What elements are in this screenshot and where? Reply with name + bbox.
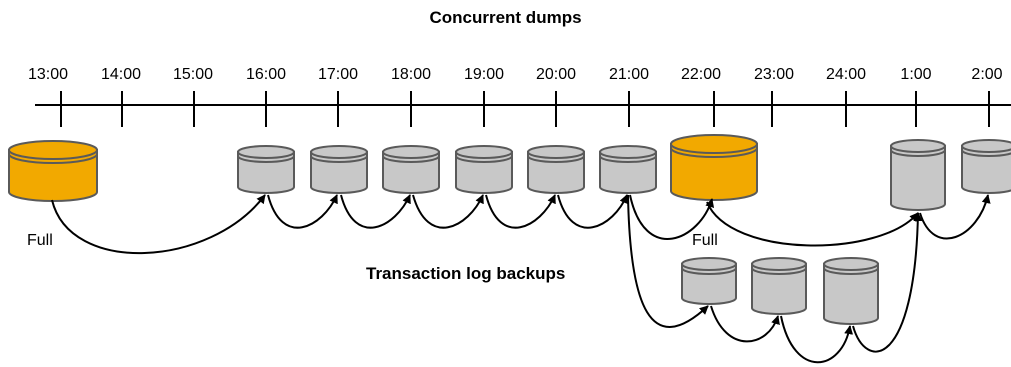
incremental-dump-cylinder (382, 145, 440, 194)
time-label: 13:00 (27, 66, 69, 83)
arrow (852, 212, 923, 353)
full-backup-label: Full (27, 232, 53, 249)
diagram-title: Concurrent dumps (429, 8, 582, 27)
time-label: 22:00 (680, 66, 722, 83)
incremental-dump-cylinder (890, 139, 946, 211)
incremental-dump-cylinder (455, 145, 513, 194)
transaction-log-backup-cylinder (751, 257, 807, 315)
arrow (51, 194, 266, 254)
arrow (412, 194, 484, 229)
transaction-log-backup-cylinder (823, 257, 879, 325)
full-backup-cylinder (670, 134, 758, 201)
arrow (267, 194, 338, 229)
time-label: 21:00 (608, 66, 650, 83)
arrow (710, 305, 780, 343)
transaction-log-backup-cylinder (681, 257, 737, 305)
time-label: 24:00 (825, 66, 867, 83)
arrow (780, 315, 854, 364)
time-label: 20:00 (535, 66, 577, 83)
time-label: 18:00 (390, 66, 432, 83)
arrow (706, 201, 919, 247)
time-label: 19:00 (463, 66, 505, 83)
dependency-arrows (51, 194, 991, 364)
incremental-dump-cylinder (599, 145, 657, 194)
incremental-dump-cylinder (961, 139, 1011, 194)
arrow (557, 194, 628, 229)
time-label: 23:00 (753, 66, 795, 83)
arrow (919, 194, 991, 240)
time-label: 2:00 (971, 66, 1003, 83)
time-label: 15:00 (172, 66, 214, 83)
timeline-axis (35, 91, 1011, 127)
time-label: 1:00 (900, 66, 932, 83)
arrow (629, 194, 715, 240)
incremental-dump-cylinder (527, 145, 585, 194)
transaction-log-backups-label: Transaction log backups (366, 264, 566, 283)
full-backup-label: Full (692, 232, 718, 249)
incremental-dump-cylinder (310, 145, 368, 194)
full-backup-cylinder (8, 140, 98, 202)
incremental-dump-cylinder (237, 145, 295, 194)
time-label: 17:00 (317, 66, 359, 83)
arrow (340, 194, 411, 229)
arrow (627, 194, 709, 328)
time-label: 14:00 (100, 66, 142, 83)
arrow (485, 194, 556, 229)
time-label: 16:00 (245, 66, 287, 83)
